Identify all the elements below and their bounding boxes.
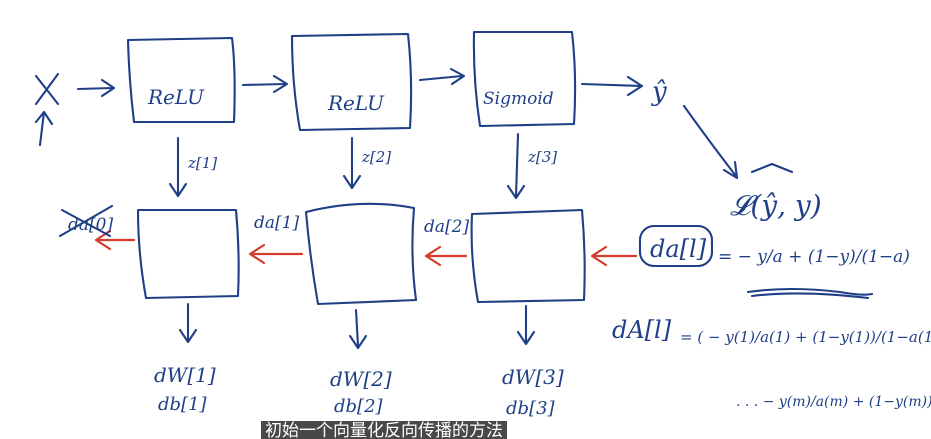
vectorized-dA: dA[l] = ( − y(1)/a(1) + (1−y(1))/(1−a(1)… bbox=[612, 316, 931, 410]
arrow-layer1-to-layer2 bbox=[241, 74, 289, 94]
arrow-x-to-layer1 bbox=[76, 78, 116, 98]
layer2-label: ReLU bbox=[327, 91, 385, 115]
arrow-z1: z[1] bbox=[168, 136, 217, 198]
red-arrow-da-to-box3 bbox=[590, 245, 638, 267]
y-hat-label: ŷ bbox=[651, 77, 667, 107]
loss-derivative: da[l] = − y/a + (1−y)/(1−a) bbox=[638, 224, 910, 300]
db1-label: db[1] bbox=[158, 394, 208, 415]
loss-label: 𝓛(ŷ, y) bbox=[730, 189, 822, 222]
z2-label: z[2] bbox=[361, 148, 391, 166]
loss-function: 𝓛(ŷ, y) bbox=[730, 162, 822, 222]
dw3-label: dW[3] bbox=[502, 365, 564, 389]
input-x bbox=[34, 72, 60, 147]
arrow-z2: z[2] bbox=[342, 136, 391, 190]
red-arrow-box2-to-box1: da[1] bbox=[248, 213, 304, 265]
dA-first-term: = ( − y(1)/a(1) + (1−y(1))/(1−a(1)) . . … bbox=[680, 328, 931, 346]
layer1-label: ReLU bbox=[147, 85, 205, 109]
forward-box-layer2: ReLU bbox=[290, 32, 413, 132]
db2-label: db[2] bbox=[334, 396, 384, 417]
arrow-z3: z[3] bbox=[506, 132, 557, 200]
grad-layer3: dW[3] db[3] bbox=[502, 304, 564, 419]
dA-label: dA[l] bbox=[612, 316, 672, 344]
backward-box-layer2 bbox=[304, 202, 418, 306]
dw2-label: dW[2] bbox=[330, 367, 392, 391]
layer3-label: Sigmoid bbox=[483, 89, 554, 109]
video-subtitle: 初始一个向量化反向传播的方法 bbox=[261, 421, 507, 439]
da-formula: = − y/a + (1−y)/(1−a) bbox=[718, 247, 910, 267]
da1-label: da[1] bbox=[254, 213, 299, 233]
forward-box-layer3: Sigmoid bbox=[472, 30, 577, 128]
z3-label: z[3] bbox=[527, 148, 557, 166]
grad-layer1: dW[1] db[1] bbox=[154, 302, 216, 415]
red-arrow-box3-to-box2: da[2] bbox=[424, 217, 469, 267]
backward-box-layer1 bbox=[136, 208, 240, 300]
forward-box-layer1: ReLU bbox=[126, 36, 236, 124]
crossed-da0: da[0] bbox=[58, 204, 113, 238]
y-hat-output: ŷ bbox=[651, 77, 667, 107]
da2-label: da[2] bbox=[424, 217, 469, 237]
grad-layer2: dW[2] db[2] bbox=[330, 308, 392, 417]
dA-last-term: . . . − y(m)/a(m) + (1−y(m))/(1−a(m)) ) bbox=[736, 394, 931, 410]
z1-label: z[1] bbox=[187, 154, 217, 172]
arrow-yhat-to-loss bbox=[682, 104, 739, 180]
db3-label: db[3] bbox=[506, 398, 556, 419]
arrow-layer3-to-yhat bbox=[580, 75, 644, 97]
da-boxed-label: da[l] bbox=[650, 235, 707, 263]
arrow-layer2-to-layer3 bbox=[418, 67, 466, 86]
dw1-label: dW[1] bbox=[154, 363, 216, 387]
backward-box-layer3 bbox=[470, 208, 586, 304]
